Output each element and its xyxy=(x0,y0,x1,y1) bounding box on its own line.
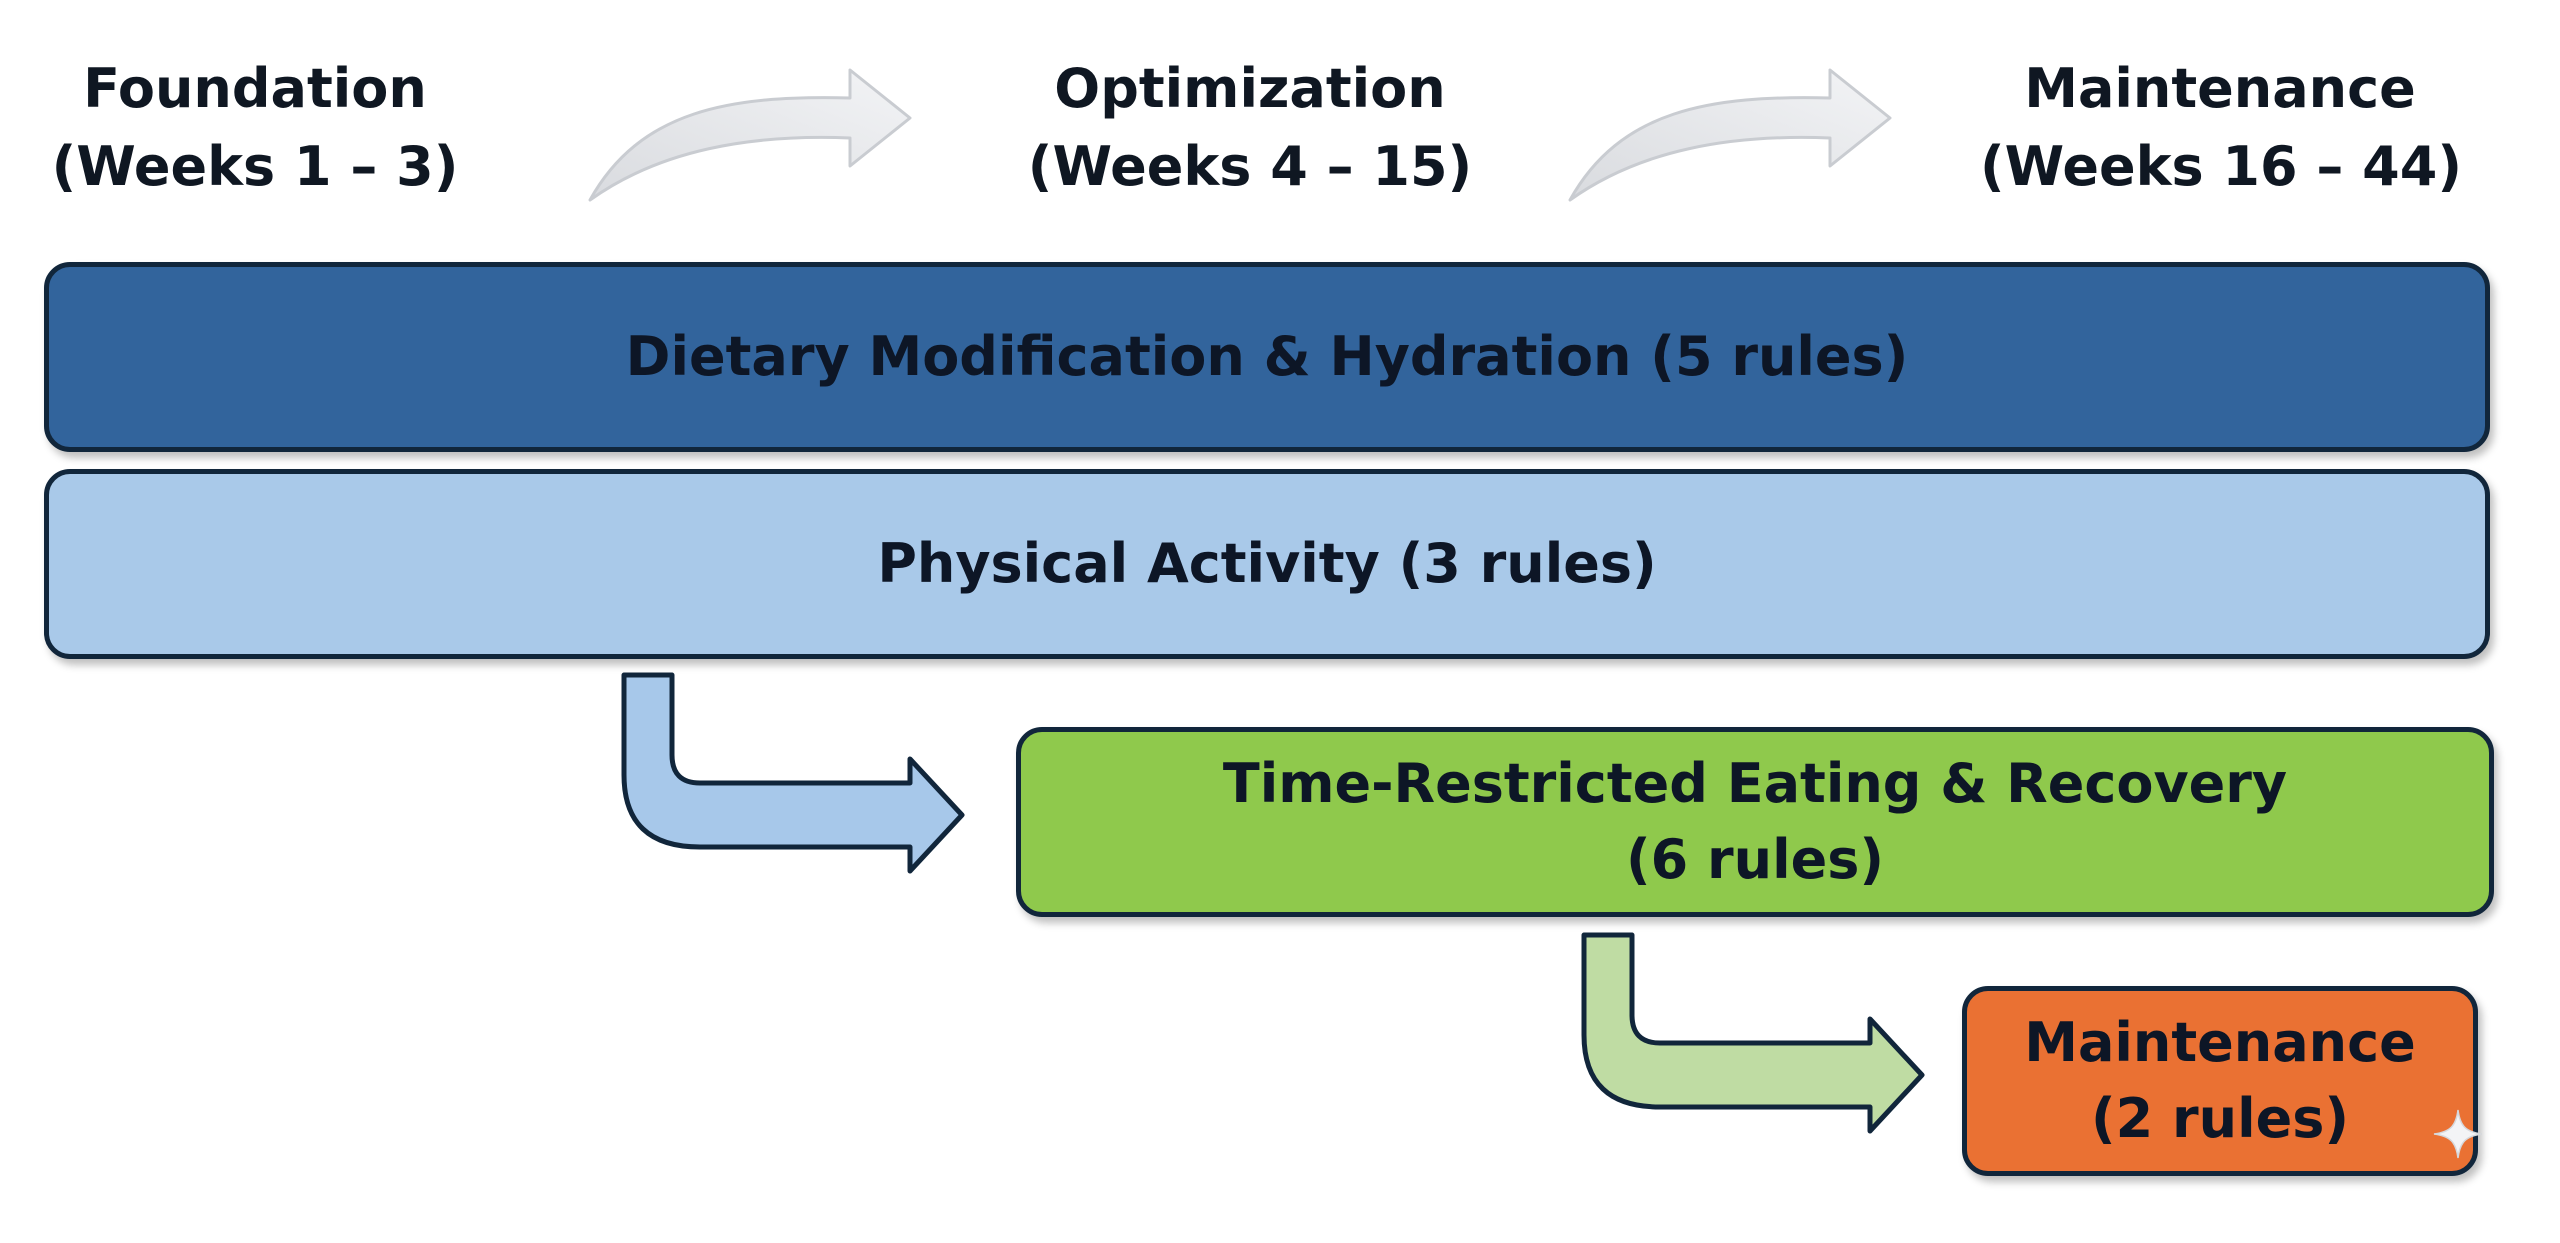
curved-arrow-right-icon xyxy=(588,68,912,202)
sparkle-icon xyxy=(2433,1109,2483,1159)
phase-name: Foundation xyxy=(83,57,427,120)
bar-label-line2: (6 rules) xyxy=(1625,828,1885,891)
phase-weeks: (Weeks 4 – 15) xyxy=(1027,135,1473,198)
bar-maintenance: Maintenance (2 rules) xyxy=(1962,986,2478,1176)
phase-header-foundation: Foundation (Weeks 1 – 3) xyxy=(35,50,475,206)
phase-name: Optimization xyxy=(1054,57,1446,120)
bent-arrow-down-right-icon xyxy=(621,672,965,874)
phase-header-maintenance: Maintenance (Weeks 16 – 44) xyxy=(1980,50,2462,206)
bar-label: Dietary Modification & Hydration (5 rule… xyxy=(625,325,1909,388)
phase-name: Maintenance xyxy=(2024,57,2416,120)
bar-physical-activity: Physical Activity (3 rules) xyxy=(44,469,2490,659)
bar-time-restricted-eating: Time-Restricted Eating & Recovery (6 rul… xyxy=(1016,727,2494,917)
phase-weeks: (Weeks 16 – 44) xyxy=(1980,135,2462,198)
phase-header-optimization: Optimization (Weeks 4 – 15) xyxy=(1020,50,1480,206)
bar-label-line2: (2 rules) xyxy=(2090,1087,2350,1150)
bar-label-line1: Time-Restricted Eating & Recovery xyxy=(1222,752,2288,815)
bar-label: Physical Activity (3 rules) xyxy=(877,532,1657,595)
bar-dietary-modification: Dietary Modification & Hydration (5 rule… xyxy=(44,262,2490,452)
bent-arrow-down-right-icon xyxy=(1581,932,1925,1134)
curved-arrow-right-icon xyxy=(1568,68,1892,202)
bar-label-line1: Maintenance xyxy=(2024,1011,2416,1074)
phase-weeks: (Weeks 1 – 3) xyxy=(51,135,459,198)
